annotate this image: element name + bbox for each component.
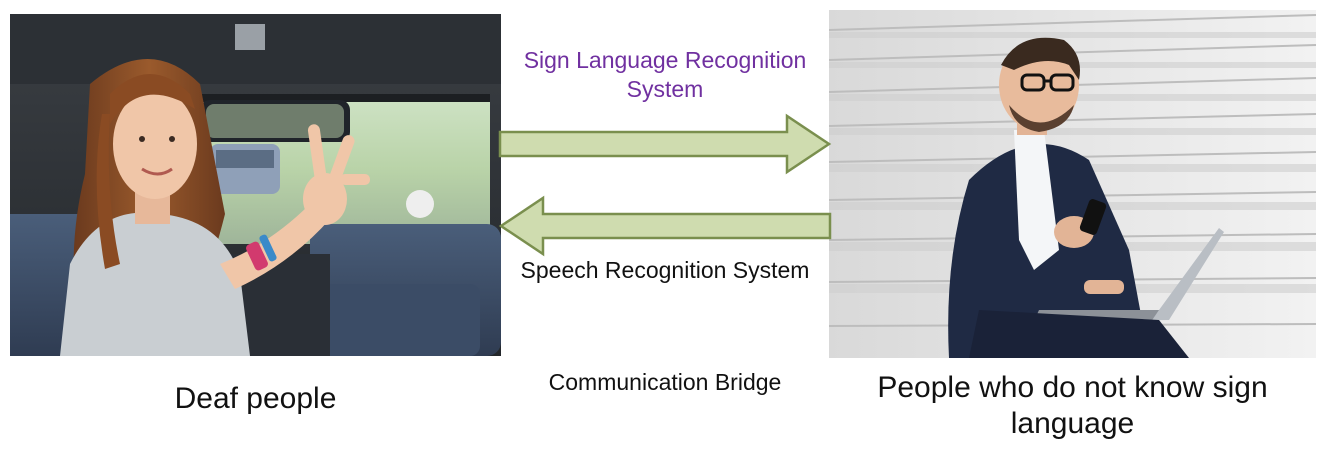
speech-recognition-label: Speech Recognition System [520, 257, 810, 283]
communication-bridge-caption: Communication Bridge [548, 369, 782, 395]
arrow-backward-icon [498, 195, 832, 257]
deaf-people-caption: Deaf people [174, 382, 337, 415]
sign-language-recognition-label: Sign Language Recognition System [523, 47, 807, 102]
hearing-person-photo [829, 10, 1316, 358]
deaf-person-photo [10, 14, 501, 356]
arrow-forward-icon [498, 113, 832, 175]
hearing-people-caption: People who do not know sign language [877, 371, 1268, 440]
